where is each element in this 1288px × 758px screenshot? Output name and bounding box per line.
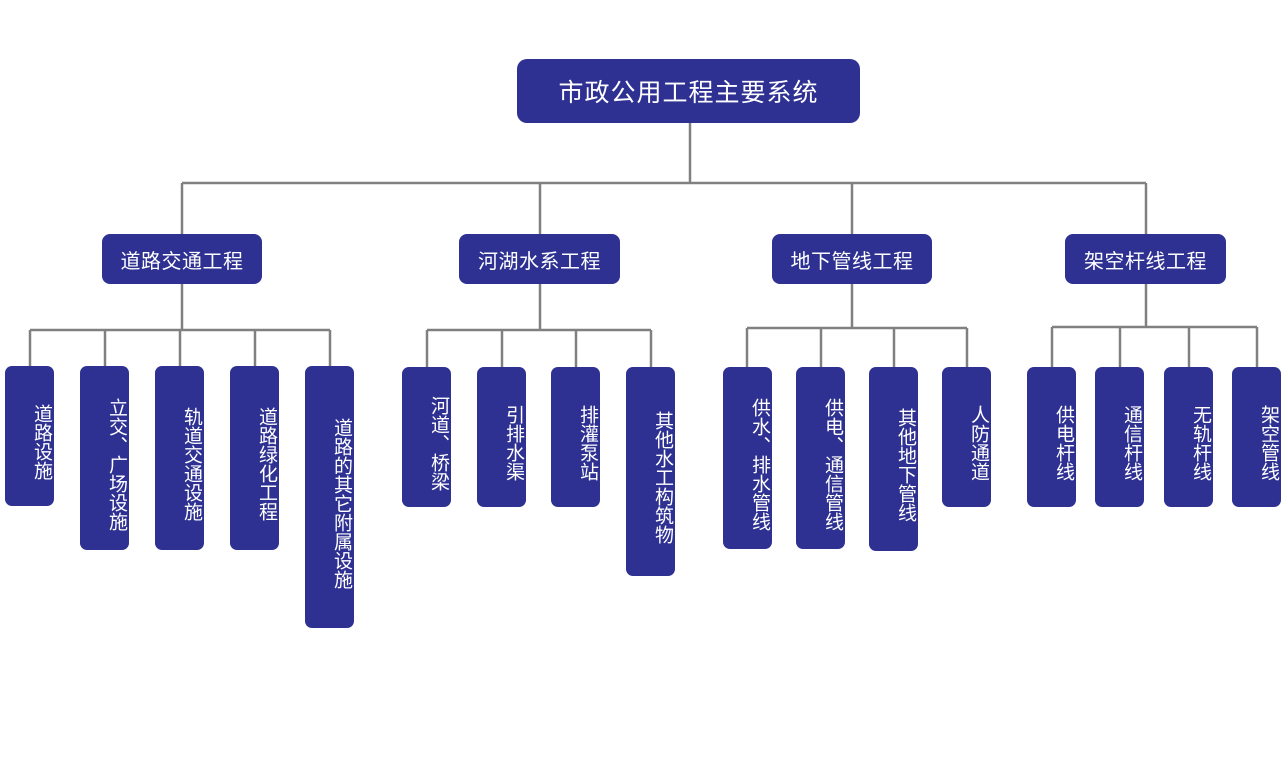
root-node: 市政公用工程主要系统 <box>517 59 860 123</box>
leaf-label: 道路的其它附属设施 <box>331 417 353 589</box>
leaf-label: 道路绿化工程 <box>256 407 278 521</box>
leaf-node: 道路的其它附属设施 <box>305 366 354 628</box>
leaf-label: 人防通道 <box>968 405 990 481</box>
root-label: 市政公用工程主要系统 <box>558 78 819 107</box>
leaf-node: 排灌泵站 <box>551 367 600 507</box>
leaf-label: 排灌泵站 <box>577 405 599 481</box>
leaf-label: 河道、桥梁 <box>428 395 450 491</box>
category-label: 地下管线工程 <box>790 248 914 273</box>
category-label: 河湖水系工程 <box>478 248 601 273</box>
leaf-node: 供电、通信管线 <box>796 367 845 549</box>
category-label: 道路交通工程 <box>120 248 244 273</box>
leaf-label: 供电杆线 <box>1053 405 1075 481</box>
leaf-node: 引排水渠 <box>477 367 526 507</box>
category-road-traffic: 道路交通工程 <box>102 234 262 284</box>
leaf-label: 道路设施 <box>31 404 53 480</box>
leaf-label: 立交、广场设施 <box>106 397 128 531</box>
leaf-label: 无轨杆线 <box>1190 405 1212 481</box>
category-river-lake: 河湖水系工程 <box>459 234 620 284</box>
leaf-node: 道路设施 <box>5 366 54 506</box>
leaf-node: 轨道交通设施 <box>155 366 204 550</box>
leaf-node: 河道、桥梁 <box>402 367 451 507</box>
leaf-label: 引排水渠 <box>503 405 525 481</box>
leaf-label: 供水、排水管线 <box>749 397 771 531</box>
leaf-label: 供电、通信管线 <box>822 397 844 531</box>
leaf-node: 通信杆线 <box>1095 367 1144 507</box>
leaf-node: 供水、排水管线 <box>723 367 772 549</box>
category-overhead-pole-line: 架空杆线工程 <box>1065 234 1226 284</box>
leaf-node: 人防通道 <box>942 367 991 507</box>
category-label: 架空杆线工程 <box>1084 248 1207 273</box>
leaf-label: 其他水工构筑物 <box>652 411 674 544</box>
leaf-label: 其他地下管线 <box>895 408 917 522</box>
leaf-node: 架空管线 <box>1232 367 1281 507</box>
leaf-label: 轨道交通设施 <box>181 407 203 521</box>
leaf-node: 供电杆线 <box>1027 367 1076 507</box>
leaf-node: 立交、广场设施 <box>80 366 129 550</box>
leaf-node: 其他地下管线 <box>869 367 918 551</box>
category-underground-pipeline: 地下管线工程 <box>772 234 932 284</box>
leaf-label: 通信杆线 <box>1121 405 1143 481</box>
leaf-node: 其他水工构筑物 <box>626 367 675 576</box>
leaf-node: 道路绿化工程 <box>230 366 279 550</box>
leaf-node: 无轨杆线 <box>1164 367 1213 507</box>
leaf-label: 架空管线 <box>1258 405 1280 481</box>
